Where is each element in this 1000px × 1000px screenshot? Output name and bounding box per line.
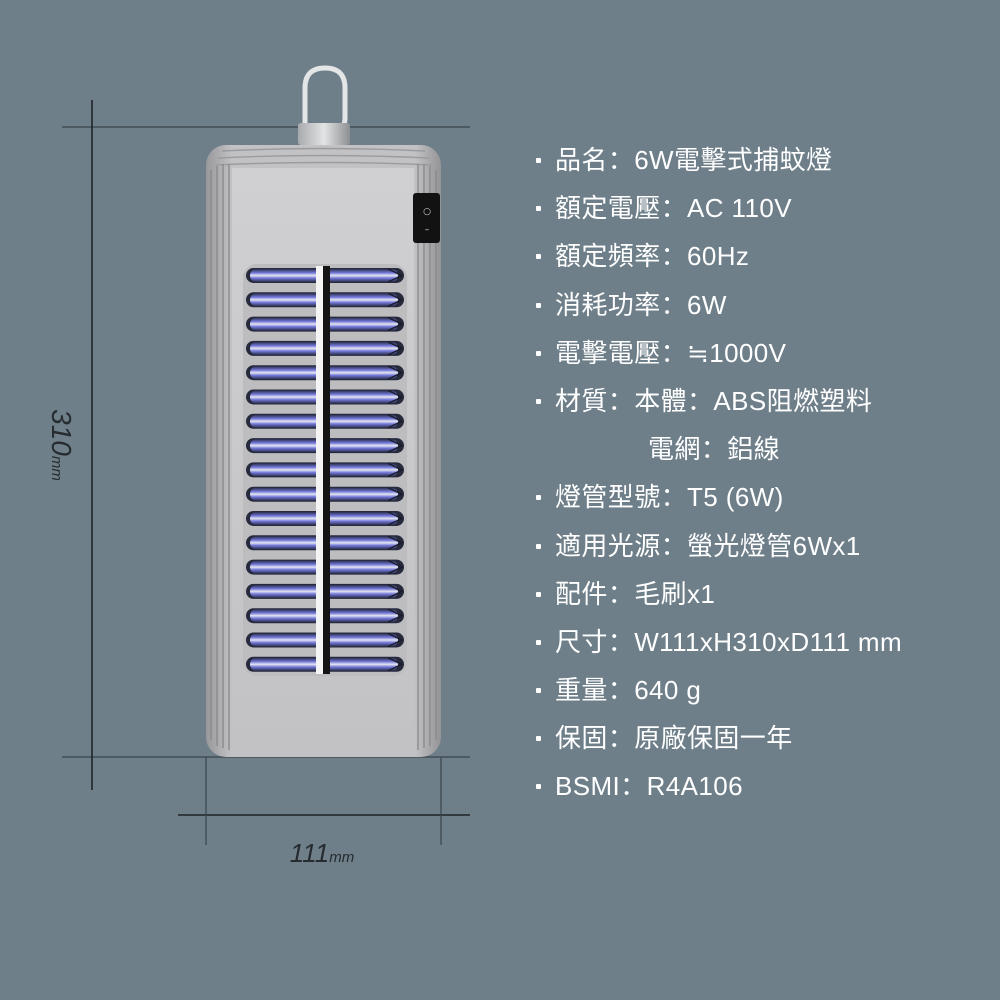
top-ridges	[214, 147, 433, 166]
bullet-dot	[536, 398, 541, 404]
slot-tip	[387, 657, 404, 672]
spec-text: 尺寸：W111xH310xD111 mm	[555, 626, 903, 657]
spec-text: 品名：6W電擊式捕蚊燈	[555, 145, 833, 175]
slot-tip	[387, 268, 404, 283]
bullet-dot	[536, 688, 541, 694]
bullet-dot	[536, 158, 541, 163]
width-value: 111	[290, 838, 330, 868]
spec-text: 材質：本體：ABS阻燃塑料	[555, 385, 873, 416]
spec-text: 適用光源：螢光燈管6Wx1	[555, 530, 861, 561]
spec-text: BSMI：R4A106	[555, 771, 743, 802]
slot-tip	[387, 365, 404, 380]
right-side-ribs	[417, 164, 437, 750]
spec-list: 品名：6W電擊式捕蚊燈 額定電壓：AC 110V 額定頻率：60Hz 消耗功率：…	[530, 136, 990, 811]
bullet-dot	[536, 639, 541, 645]
spec-item-product-name: 品名：6W電擊式捕蚊燈	[530, 136, 990, 184]
bullet-dot	[536, 206, 541, 212]
bullet-dot	[536, 302, 541, 308]
spec-item-material: 材質：本體：ABS阻燃塑料	[530, 377, 990, 425]
slot-tip	[387, 414, 404, 429]
spec-text: 額定頻率：60Hz	[555, 241, 750, 272]
switch-mark-top: ○	[423, 207, 431, 217]
slot-tip	[387, 632, 404, 648]
spec-item-tube-model: 燈管型號：T5 (6W)	[530, 473, 990, 521]
width-label: 111mm	[290, 838, 355, 868]
hanging-hook	[298, 65, 350, 145]
power-switch: ○ –	[413, 193, 440, 243]
slot-tip	[387, 487, 404, 502]
spec-item-shock-voltage: 電擊電壓：≒1000V	[530, 329, 990, 377]
spec-item-weight: 重量：640 g	[530, 666, 990, 714]
hook-mount	[298, 123, 350, 145]
spec-text: 電網：鋁線	[648, 434, 781, 465]
spec-item-warranty: 保固：原廠保固一年	[530, 714, 990, 762]
bullet-dot	[536, 254, 541, 260]
grill-bar-light	[316, 266, 323, 674]
slot-tip	[387, 535, 404, 550]
switch-mark-bottom: –	[425, 225, 430, 235]
spec-text: 消耗功率：6W	[555, 289, 727, 320]
slot-tip	[387, 292, 404, 307]
slot-tip	[387, 511, 404, 526]
height-label: 310mm	[46, 409, 77, 481]
bullet-dot	[536, 495, 541, 501]
spec-text: 配件：毛刷x1	[555, 578, 716, 609]
spec-item-accessories: 配件：毛刷x1	[530, 570, 990, 618]
left-side-ribs	[210, 164, 230, 750]
slot-tip	[387, 389, 404, 405]
bullet-dot	[536, 784, 541, 790]
product-illustration: 310mm 111mm	[46, 65, 470, 868]
spec-item-light-source: 適用光源：螢光燈管6Wx1	[530, 522, 990, 570]
bullet-dot	[536, 543, 541, 549]
slot-tip	[387, 438, 404, 453]
slot-tip	[387, 462, 404, 478]
bullet-dot	[536, 350, 541, 356]
grill-bar-dark	[323, 266, 330, 674]
spec-text: 保固：原廠保固一年	[555, 723, 793, 754]
spec-text: 重量：640 g	[555, 675, 702, 706]
slot-tip	[387, 608, 404, 623]
lamp-body: ○ –	[206, 145, 441, 757]
width-unit: mm	[329, 849, 354, 866]
spec-item-power: 消耗功率：6W	[530, 281, 990, 329]
spec-item-material-grid: 電網：鋁線	[530, 425, 990, 473]
slot-tip	[387, 316, 404, 332]
spec-item-bsmi: BSMI：R4A106	[530, 762, 990, 810]
spec-text: 電擊電壓：≒1000V	[555, 337, 787, 368]
slot-tip	[387, 559, 404, 575]
height-unit: mm	[48, 456, 65, 481]
spec-text: 燈管型號：T5 (6W)	[555, 482, 784, 513]
spec-item-rated-frequency: 額定頻率：60Hz	[530, 232, 990, 280]
spec-item-rated-voltage: 額定電壓：AC 110V	[530, 184, 990, 232]
dimension-lines	[62, 100, 470, 845]
spec-item-size: 尺寸：W111xH310xD111 mm	[530, 618, 990, 666]
height-value: 310	[46, 409, 77, 456]
spec-text: 額定電壓：AC 110V	[555, 193, 792, 224]
slot-tip	[387, 584, 404, 599]
bullet-dot	[536, 591, 541, 597]
slot-tip	[387, 341, 404, 356]
switch-body	[413, 193, 440, 243]
bullet-dot	[536, 736, 541, 742]
